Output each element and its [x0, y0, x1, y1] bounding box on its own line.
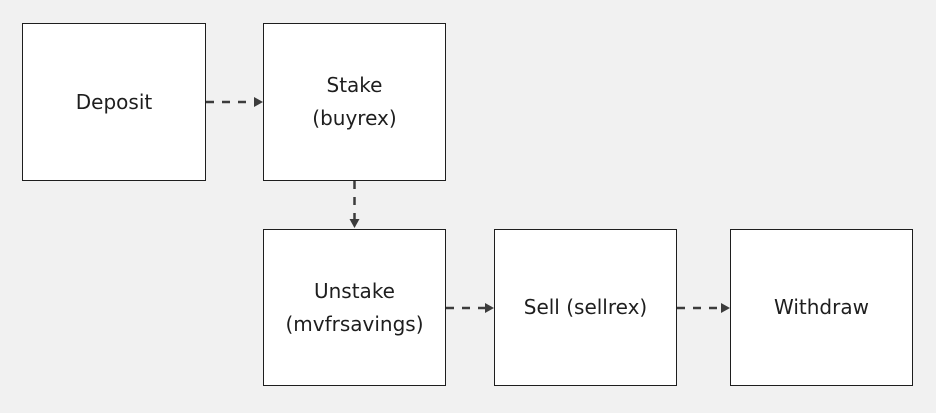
arrowhead-to-stake — [254, 97, 263, 107]
node-sell-label: Sell (sellrex) — [523, 295, 648, 319]
node-withdraw-label: Withdraw — [774, 295, 869, 319]
node-unstake[interactable]: Unstake (mvfrsavings) — [263, 229, 446, 386]
arrowhead-to-unstake — [349, 219, 360, 228]
node-sell[interactable]: Sell (sellrex) — [494, 229, 677, 386]
node-deposit-label: Deposit — [75, 89, 153, 114]
node-unstake-label: Unstake (mvfrsavings) — [285, 278, 424, 336]
node-stake[interactable]: Stake (buyrex) — [263, 23, 446, 181]
arrowhead-to-sell — [485, 303, 494, 313]
arrowhead-to-withdraw — [721, 303, 730, 313]
node-stake-label: Stake (buyrex) — [312, 73, 397, 130]
node-deposit[interactable]: Deposit — [22, 23, 206, 181]
node-withdraw[interactable]: Withdraw — [730, 229, 913, 386]
